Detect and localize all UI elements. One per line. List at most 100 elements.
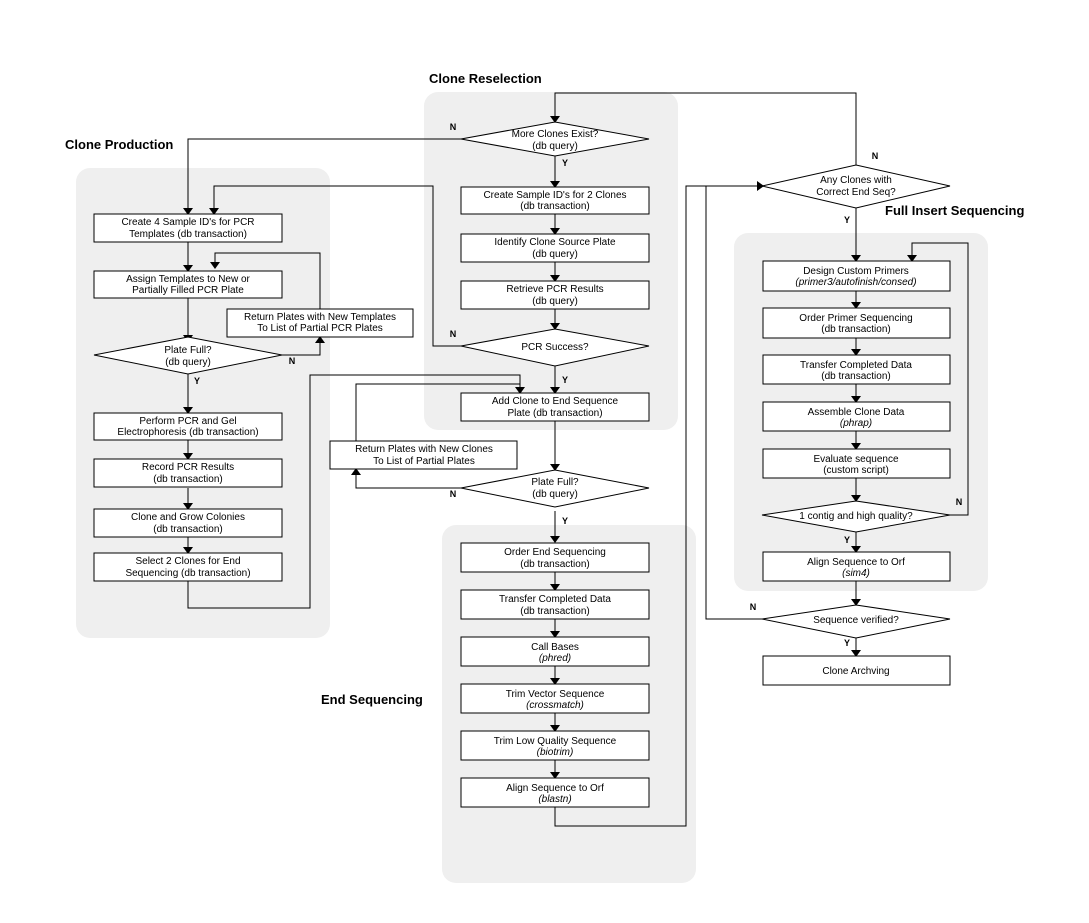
svg-text:Create 4 Sample ID's for PCR: Create 4 Sample ID's for PCR [121,217,254,228]
svg-text:Align Sequence to Orf: Align Sequence to Orf [506,783,604,794]
svg-text:Electrophoresis (db transactio: Electrophoresis (db transaction) [117,427,258,438]
svg-text:Perform PCR and Gel: Perform PCR and Gel [139,416,236,427]
label-yes: Y [562,375,568,385]
step-retrieve-pcr: Retrieve PCR Results (db query) [460,280,650,310]
label-yes: Y [562,158,568,168]
step-identify-source-plate: Identify Clone Source Plate (db query) [460,233,650,263]
clone-reselection-title: Clone Reselection [429,71,542,86]
svg-text:Record PCR Results: Record PCR Results [142,462,234,473]
svg-text:Assign Templates to New or: Assign Templates to New or [126,274,250,285]
svg-text:1 contig and high quality?: 1 contig and high quality? [799,511,913,522]
svg-text:Identify Clone Source Plate: Identify Clone Source Plate [494,237,616,248]
decision-any-clones: Any Clones with Correct End Seq? [761,164,951,209]
svg-text:Add Clone to End Sequence: Add Clone to End Sequence [492,396,619,407]
step-select-2-clones: Select 2 Clones for End Sequencing (db t… [93,552,283,582]
step-return-templates: Return Plates with New Templates To List… [226,308,414,338]
svg-text:Sequencing (db transaction): Sequencing (db transaction) [125,568,250,579]
arrowheads [183,116,917,779]
decision-sequence-verified: Sequence verified? [761,604,951,639]
label-no: N [450,122,457,132]
label-yes: Y [844,638,850,648]
svg-text:(phred): (phred) [539,653,571,664]
full-insert-sequencing-title: Full Insert Sequencing [885,203,1024,218]
svg-text:(db transaction): (db transaction) [153,524,222,535]
svg-text:Plate Full?: Plate Full? [531,477,579,488]
svg-text:(db transaction): (db transaction) [821,324,890,335]
svg-text:Partially Filled PCR Plate: Partially Filled PCR Plate [132,285,244,296]
step-trim-vector: Trim Vector Sequence (crossmatch) [460,683,650,714]
step-transfer-completed-data-2: Transfer Completed Data (db transaction) [762,354,951,385]
svg-text:Return Plates with New Clones: Return Plates with New Clones [355,444,493,455]
step-align-blastn: Align Sequence to Orf (blastn) [460,777,650,808]
svg-text:Trim Vector Sequence: Trim Vector Sequence [506,689,605,700]
svg-text:Correct End Seq?: Correct End Seq? [816,187,896,198]
step-clone-archiving: Clone Archving [762,655,951,686]
step-assign-templates: Assign Templates to New or Partially Fil… [93,270,283,299]
svg-text:Plate (db transaction): Plate (db transaction) [507,408,602,419]
svg-text:Order Primer Sequencing: Order Primer Sequencing [799,313,912,324]
svg-text:Trim Low Quality Sequence: Trim Low Quality Sequence [494,736,617,747]
svg-text:To List of Partial PCR Plates: To List of Partial PCR Plates [257,323,383,334]
decision-more-clones: More Clones Exist? (db query) [460,121,650,157]
step-assemble-clone-data: Assemble Clone Data (phrap) [762,401,951,432]
step-order-primer: Order Primer Sequencing (db transaction) [762,307,951,339]
label-no: N [750,602,757,612]
svg-text:(blastn): (blastn) [538,794,571,805]
svg-text:(custom script): (custom script) [823,465,889,476]
svg-text:(db query): (db query) [532,489,578,500]
svg-text:(db transaction): (db transaction) [520,606,589,617]
step-evaluate-sequence: Evaluate sequence (custom script) [762,448,951,479]
svg-text:To List of Partial Plates: To List of Partial Plates [373,456,475,467]
end-sequencing-title: End Sequencing [321,692,423,707]
decision-plate-full-1: Plate Full? (db query) [93,336,283,375]
step-trim-low-quality: Trim Low Quality Sequence (biotrim) [460,730,650,761]
svg-text:PCR Success?: PCR Success? [521,342,589,353]
svg-text:Select 2 Clones for End: Select 2 Clones for End [135,556,240,567]
svg-text:(sim4): (sim4) [842,568,870,579]
svg-text:Assemble Clone Data: Assemble Clone Data [808,407,905,418]
connectors [187,92,969,827]
label-no: N [450,329,457,339]
step-record-pcr: Record PCR Results (db transaction) [93,458,283,488]
decision-contig-quality: 1 contig and high quality? [761,500,951,533]
svg-text:Call Bases: Call Bases [531,642,579,653]
label-no: N [450,489,457,499]
svg-text:Transfer Completed Data: Transfer Completed Data [499,594,611,605]
decision-plate-full-2: Plate Full? (db query) [460,469,650,508]
svg-text:Any Clones with: Any Clones with [820,175,892,186]
step-create-4-sample-ids: Create 4 Sample ID's for PCR Templates (… [93,213,283,243]
label-no: N [289,356,296,366]
svg-text:Order End Sequencing: Order End Sequencing [504,547,606,558]
branch-labels: Y N N Y N Y N Y N Y N Y N Y [194,122,962,648]
svg-text:(crossmatch): (crossmatch) [526,700,584,711]
svg-text:Align Sequence to Orf: Align Sequence to Orf [807,557,905,568]
step-order-end-sequencing: Order End Sequencing (db transaction) [460,542,650,573]
label-no: N [872,151,879,161]
svg-text:Return Plates with New Templat: Return Plates with New Templates [244,312,396,323]
svg-text:(db query): (db query) [532,141,578,152]
clone-production-title: Clone Production [65,137,173,152]
label-yes: Y [844,535,850,545]
svg-text:(db query): (db query) [532,249,578,260]
svg-text:More Clones Exist?: More Clones Exist? [512,129,599,140]
svg-text:(db transaction): (db transaction) [520,201,589,212]
svg-text:Evaluate sequence: Evaluate sequence [813,454,899,465]
label-yes: Y [562,516,568,526]
svg-text:Clone and Grow Colonies: Clone and Grow Colonies [131,512,245,523]
step-return-clones: Return Plates with New Clones To List of… [329,440,518,470]
svg-text:Retrieve PCR Results: Retrieve PCR Results [506,284,603,295]
step-align-sim4: Align Sequence to Orf (sim4) [762,551,951,582]
svg-text:Templates (db transaction): Templates (db transaction) [129,229,247,240]
step-call-bases: Call Bases (phred) [460,636,650,667]
svg-text:Clone Archving: Clone Archving [822,666,889,677]
svg-text:(phrap): (phrap) [840,418,872,429]
svg-text:(db transaction): (db transaction) [821,371,890,382]
label-yes: Y [194,376,200,386]
svg-text:Create Sample ID's for 2 Clone: Create Sample ID's for 2 Clones [483,190,626,201]
step-perform-pcr: Perform PCR and Gel Electrophoresis (db … [93,412,283,441]
svg-text:Sequence verified?: Sequence verified? [813,615,899,626]
step-add-clone: Add Clone to End Sequence Plate (db tran… [460,392,650,422]
label-yes: Y [844,215,850,225]
